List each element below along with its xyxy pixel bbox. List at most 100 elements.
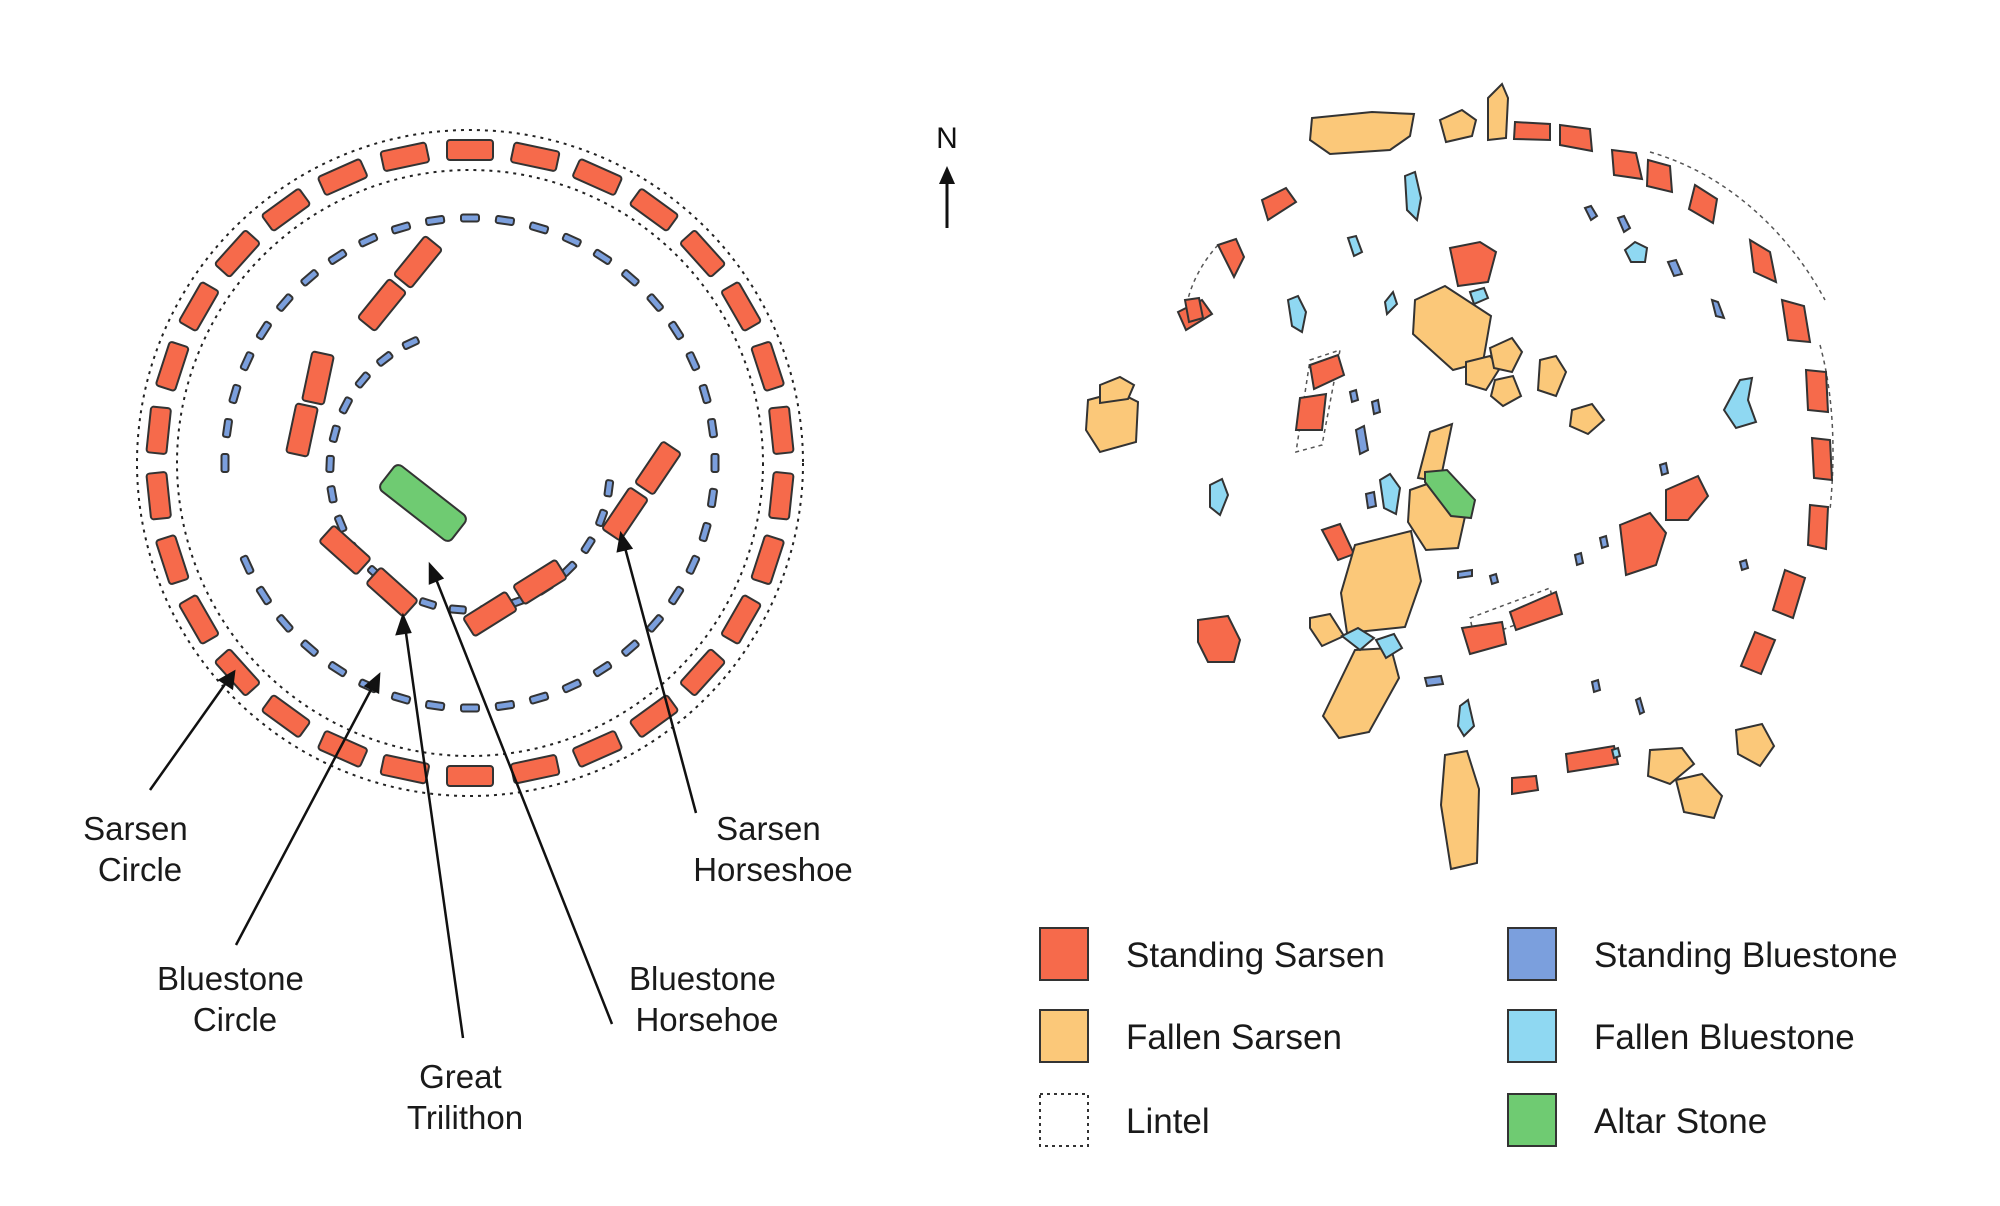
standing-sarsen (1294, 392, 1328, 431)
standing-sarsen (1810, 436, 1834, 482)
sarsen-circle-stone (446, 139, 494, 161)
bluestone-circle-stone (390, 691, 412, 705)
bluestone-circle-stone (424, 215, 446, 226)
fallen-sarsen (1465, 354, 1502, 392)
sarsen-circle-stone (629, 188, 679, 232)
standing-sarsen (1665, 474, 1710, 521)
bluestone-horseshoe-stone (580, 536, 596, 555)
fallen-sarsen (1487, 82, 1510, 142)
standing-bluestone (1364, 490, 1378, 510)
bluestone-circle-stone (698, 521, 712, 543)
bluestone-circle-stones (220, 213, 720, 713)
fallen-bluestone (1383, 289, 1399, 317)
bluestone-circle-stone (276, 293, 294, 312)
bluestone-horseshoe-stone (354, 371, 371, 389)
fallen-bluestone (1346, 234, 1364, 258)
bluestone-circle-stone (561, 678, 582, 694)
legend-swatch-lintel (1039, 1093, 1089, 1147)
sarsen-circle-stone (145, 405, 172, 455)
sarsen-circle-stone (145, 471, 172, 521)
altar-stone (379, 464, 467, 542)
standing-bluestone (1457, 568, 1473, 580)
label-bluestone-horseshoe-line2: Horsehoe (635, 1001, 778, 1038)
legend-swatch-standing-bluestone (1507, 927, 1557, 981)
bluestone-circle-stone (255, 320, 272, 341)
bluestone-circle-stone (494, 700, 516, 711)
bluestone-horseshoe-stone (328, 424, 341, 443)
fallen-sarsen (1646, 746, 1696, 786)
fallen-bluestone (1623, 240, 1649, 263)
sarsen-circle-stone (155, 341, 190, 392)
label-great-trilithon-line1: Great (419, 1058, 502, 1095)
fallen-sarsen (1439, 749, 1481, 871)
fallen-bluestone (1403, 170, 1423, 223)
standing-bluestone (1616, 214, 1632, 234)
bluestone-horseshoe-stones (325, 336, 615, 615)
legend-label-standing-bluestone: Standing Bluestone (1594, 936, 1898, 975)
label-great-trilithon-line2: Trilithon (407, 1099, 523, 1136)
sarsen-circle-stone (261, 694, 311, 738)
standing-sarsen (1197, 614, 1242, 663)
site-standing-sarsens (1176, 120, 1834, 796)
fallen-bluestone (1340, 626, 1376, 652)
fallen-sarsen (1339, 529, 1423, 635)
sarsen-circle-stone (178, 594, 219, 645)
standing-sarsen (1610, 148, 1644, 181)
fallen-sarsen (1674, 772, 1724, 820)
standing-sarsen (1559, 123, 1594, 153)
standing-bluestone (1590, 678, 1602, 694)
bluestone-circle-stone (685, 554, 701, 575)
legend: Standing Sarsen Fallen Sarsen Lintel Sta… (1039, 927, 1898, 1147)
sarsen-circle-stone (155, 534, 190, 585)
standing-bluestone (1738, 558, 1750, 572)
legend-label-fallen-sarsen: Fallen Sarsen (1126, 1018, 1342, 1057)
bluestone-circle-stone (561, 232, 582, 248)
sarsen-circle-stone (214, 230, 260, 278)
sarsen-circle-stone (680, 230, 726, 278)
fallen-bluestone (1610, 746, 1622, 760)
label-sarsen-circle-line1: Sarsen (83, 810, 188, 847)
bluestone-circle-stone (668, 320, 685, 341)
bluestone-circle-stone (222, 417, 233, 439)
standing-sarsen (1512, 120, 1551, 142)
standing-sarsen (1748, 238, 1778, 284)
lintel-ring-inner (176, 169, 764, 757)
standing-bluestone (1658, 461, 1670, 477)
fallen-sarsen (1438, 108, 1478, 144)
sarsen-circle-stone (317, 158, 368, 196)
label-bluestone-horseshoe-line1: Bluestone (629, 960, 776, 997)
fallen-sarsen (1321, 646, 1401, 740)
fallen-bluestone (1468, 286, 1490, 306)
fallen-bluestone (1456, 698, 1476, 738)
standing-sarsen (1511, 774, 1540, 796)
sarsen-horseshoe-stone (463, 591, 517, 637)
standing-bluestone (1710, 298, 1726, 320)
legend-swatch-standing-sarsen (1039, 927, 1089, 981)
label-sarsen-circle: Sarsen Circle (83, 810, 197, 888)
bluestone-horseshoe-stone (334, 514, 348, 533)
bluestone-horseshoe-stone (401, 336, 420, 350)
fallen-bluestone (1209, 477, 1230, 517)
standing-sarsen (1260, 186, 1298, 222)
fallen-bluestone (1286, 294, 1308, 334)
standing-sarsen (1448, 240, 1498, 288)
sarsen-circle-stone (446, 765, 494, 787)
sarsen-horseshoe-stone (319, 525, 371, 575)
bluestone-circle-stone (685, 351, 701, 372)
site-fallen-sarsens (1084, 82, 1776, 871)
sarsen-circle-stone (510, 141, 561, 172)
standing-sarsen (1564, 744, 1620, 774)
bluestone-circle-stone (707, 417, 718, 439)
legend-swatch-fallen-bluestone (1507, 1009, 1557, 1063)
label-sarsen-horseshoe-line1: Sarsen (716, 810, 821, 847)
sarsen-horseshoe-stone (366, 567, 418, 617)
bluestone-horseshoe-stone (325, 454, 335, 473)
sarsen-horseshoe-stone (602, 487, 648, 541)
legend-label-altar-stone: Altar Stone (1594, 1102, 1767, 1141)
bluestone-circle-stone (327, 661, 348, 678)
fallen-bluestone (1722, 376, 1758, 430)
sarsen-horseshoe-stone (393, 235, 443, 289)
standing-bluestone (1488, 572, 1500, 586)
sarsen-circle-stone (178, 281, 219, 332)
label-bluestone-circle-line1: Bluestone (157, 960, 304, 997)
